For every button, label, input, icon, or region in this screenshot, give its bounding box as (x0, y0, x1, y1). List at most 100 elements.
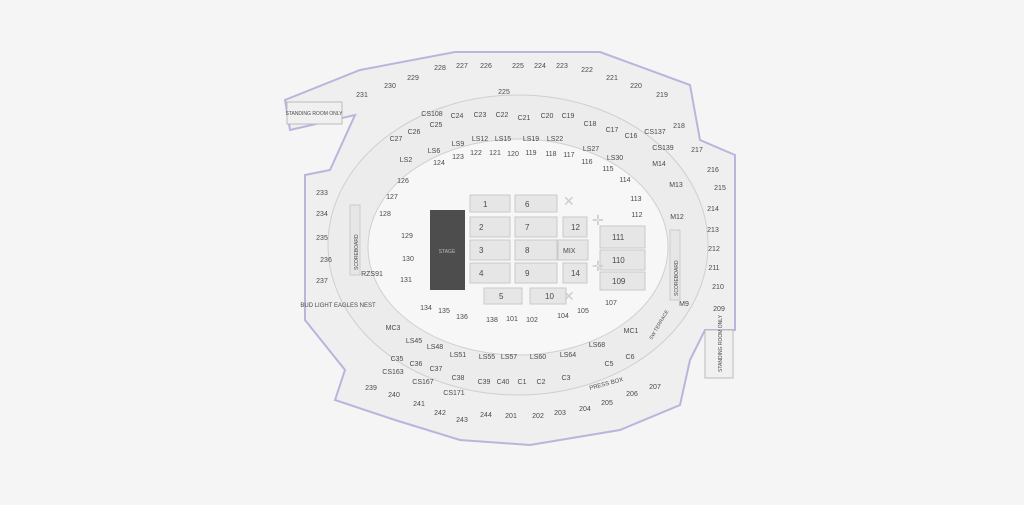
section-206[interactable]: 206 (626, 391, 638, 398)
section-M9[interactable]: M9 (679, 301, 689, 308)
section-C18[interactable]: C18 (584, 121, 597, 128)
section-243[interactable]: 243 (456, 417, 468, 424)
floor-section-4[interactable] (469, 262, 511, 284)
section-C35[interactable]: C35 (391, 356, 404, 363)
section-CS139[interactable]: CS139 (652, 145, 674, 152)
section-226[interactable]: 226 (480, 63, 492, 70)
section-211[interactable]: 211 (708, 265, 719, 272)
section-C5[interactable]: C5 (605, 361, 614, 368)
floor-section-111[interactable] (599, 225, 646, 249)
section-225[interactable]: 225 (512, 63, 524, 70)
section-105[interactable]: 105 (577, 308, 589, 315)
section-234[interactable]: 234 (316, 211, 328, 218)
section-MC1[interactable]: MC1 (624, 328, 639, 335)
section-LS30[interactable]: LS30 (607, 155, 623, 162)
section-216[interactable]: 216 (707, 167, 719, 174)
floor-section-7[interactable] (514, 216, 558, 238)
section-204[interactable]: 204 (579, 406, 591, 413)
section-C19[interactable]: C19 (562, 113, 575, 120)
section-C39[interactable]: C39 (478, 379, 491, 386)
section-LS60[interactable]: LS60 (530, 354, 546, 361)
section-239[interactable]: 239 (365, 385, 377, 392)
section-217[interactable]: 217 (691, 147, 703, 154)
floor-section-3[interactable] (469, 239, 511, 261)
section-135[interactable]: 135 (438, 308, 450, 315)
section-134[interactable]: 134 (420, 305, 432, 312)
section-209[interactable]: 209 (713, 306, 725, 313)
section-M12[interactable]: M12 (670, 214, 684, 221)
floor-section-1[interactable] (469, 194, 511, 213)
section-231[interactable]: 231 (356, 92, 368, 99)
section-207[interactable]: 207 (649, 384, 661, 391)
section-244[interactable]: 244 (480, 412, 492, 419)
section-218[interactable]: 218 (673, 123, 685, 130)
section-M13[interactable]: M13 (669, 182, 683, 189)
floor-section-8[interactable] (514, 239, 558, 261)
section-C27[interactable]: C27 (390, 136, 403, 143)
section-212[interactable]: 212 (708, 246, 720, 253)
section-219[interactable]: 219 (656, 92, 668, 99)
section-240[interactable]: 240 (388, 392, 400, 399)
section-C38[interactable]: C38 (452, 375, 465, 382)
section-233[interactable]: 233 (316, 190, 328, 197)
section-M14[interactable]: M14 (652, 161, 666, 168)
section-C25[interactable]: C25 (430, 122, 443, 129)
section-121[interactable]: 121 (489, 150, 501, 157)
section-123[interactable]: 123 (452, 154, 464, 161)
section-LS64[interactable]: LS64 (560, 352, 576, 359)
section-C1[interactable]: C1 (518, 379, 527, 386)
section-124[interactable]: 124 (433, 160, 445, 167)
section-213[interactable]: 213 (707, 227, 719, 234)
floor-section-109[interactable] (599, 271, 646, 291)
floor-section-10[interactable] (529, 287, 567, 305)
section-242[interactable]: 242 (434, 410, 446, 417)
floor-section-5[interactable] (483, 287, 523, 305)
section-114[interactable]: 114 (619, 177, 630, 184)
section-120[interactable]: 120 (507, 151, 519, 158)
section-CS108[interactable]: CS108 (421, 111, 443, 118)
stage[interactable] (430, 210, 465, 290)
section-C20[interactable]: C20 (541, 113, 554, 120)
section-235[interactable]: 235 (316, 235, 328, 242)
section-210[interactable]: 210 (712, 284, 724, 291)
section-227[interactable]: 227 (456, 63, 468, 70)
section-127[interactable]: 127 (386, 194, 398, 201)
section-C21[interactable]: C21 (518, 115, 531, 122)
section-113[interactable]: 113 (630, 196, 641, 203)
section-LS51[interactable]: LS51 (450, 352, 466, 359)
section-237[interactable]: 237 (316, 278, 328, 285)
section-C26[interactable]: C26 (408, 129, 421, 136)
section-102[interactable]: 102 (526, 317, 538, 324)
section-LS6[interactable]: LS6 (428, 148, 441, 155)
section-205[interactable]: 205 (601, 400, 613, 407)
section-LS45[interactable]: LS45 (406, 338, 422, 345)
section-C40[interactable]: C40 (497, 379, 510, 386)
section-130[interactable]: 130 (402, 256, 414, 263)
section-112[interactable]: 112 (631, 212, 642, 219)
section-LS19[interactable]: LS19 (523, 136, 539, 143)
section-LS48[interactable]: LS48 (427, 344, 443, 351)
section-128[interactable]: 128 (379, 211, 391, 218)
section-C3[interactable]: C3 (562, 375, 571, 382)
section-117[interactable]: 117 (563, 152, 574, 159)
section-LS27[interactable]: LS27 (583, 146, 599, 153)
section-CS171[interactable]: CS171 (443, 390, 465, 397)
section-LS22[interactable]: LS22 (547, 136, 563, 143)
floor-section-2[interactable] (469, 216, 511, 238)
section-202[interactable]: 202 (532, 413, 544, 420)
section-107[interactable]: 107 (605, 300, 617, 307)
section-RZS91[interactable]: RZS91 (361, 271, 383, 278)
section-203[interactable]: 203 (554, 410, 566, 417)
section-222[interactable]: 222 (581, 67, 593, 74)
section-104[interactable]: 104 (557, 313, 569, 320)
section-LS12[interactable]: LS12 (472, 136, 488, 143)
section-C36[interactable]: C36 (410, 361, 423, 368)
section-129[interactable]: 129 (401, 233, 413, 240)
section-LS57[interactable]: LS57 (501, 354, 517, 361)
section-126[interactable]: 126 (397, 178, 409, 185)
section-215[interactable]: 215 (714, 185, 726, 192)
section-C22[interactable]: C22 (496, 112, 509, 119)
section-136[interactable]: 136 (456, 314, 468, 321)
section-C2[interactable]: C2 (537, 379, 546, 386)
section-118[interactable]: 118 (545, 151, 556, 158)
